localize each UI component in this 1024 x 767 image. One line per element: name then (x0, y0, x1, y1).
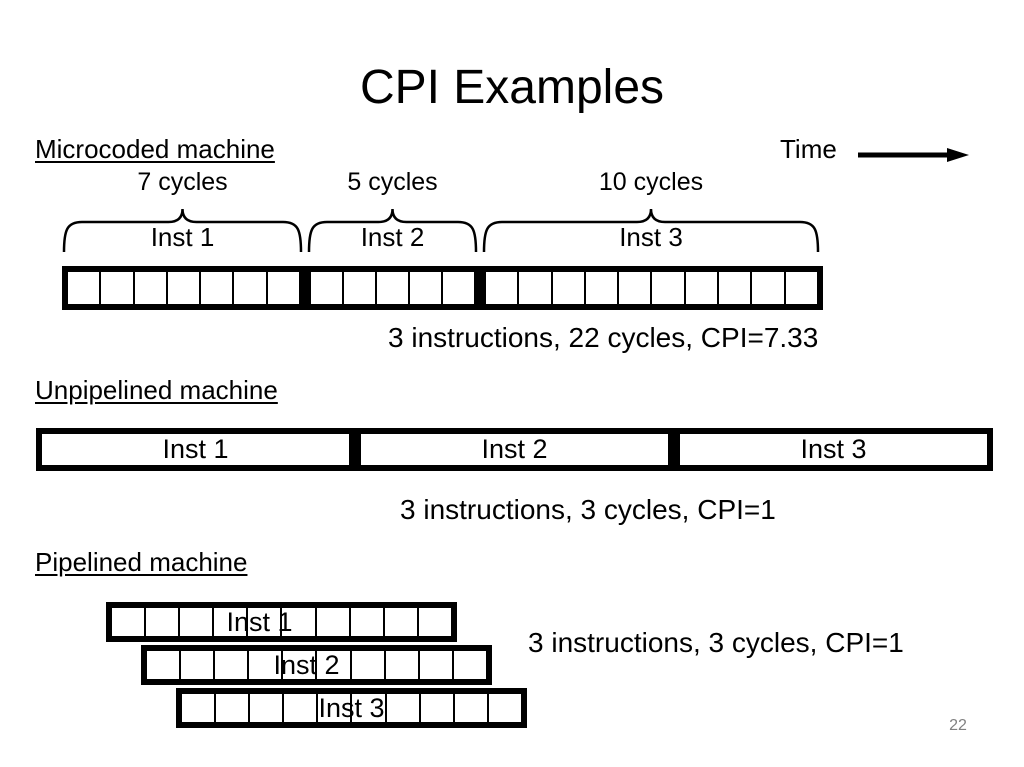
cycle-cell (443, 272, 474, 304)
micro-segment-inst2 (305, 266, 480, 310)
micro-inst-label-1: Inst 1 (150, 222, 215, 252)
cycle-cell (68, 272, 102, 304)
cycle-cell (101, 272, 135, 304)
cycle-cell (267, 272, 299, 304)
cycle-cell (134, 272, 168, 304)
cycle-cell (350, 608, 385, 636)
microcoded-cycle-bar (62, 266, 823, 310)
overbrace-inst2-icon (307, 208, 478, 253)
cycle-cell (316, 608, 351, 636)
cycle-cell (377, 272, 410, 304)
overbrace-inst3-icon (482, 208, 820, 253)
cycle-cell (180, 608, 215, 636)
time-arrow-icon (858, 148, 969, 162)
cycle-cell (344, 272, 377, 304)
pipe-inst-label-2: Inst 2 (273, 650, 340, 680)
cycle-cell (352, 694, 387, 722)
pipe-inst-label-1: Inst 1 (226, 607, 293, 637)
cycle-cell (249, 651, 284, 679)
micro-inst-label-3: Inst 3 (619, 222, 683, 252)
cycle-cell (215, 651, 250, 679)
cycle-cell (317, 651, 352, 679)
cycle-cell (652, 272, 686, 304)
unpipe-segment-inst3: Inst 3 (674, 428, 993, 471)
cycle-cell (552, 272, 586, 304)
cycle-cell (454, 694, 489, 722)
cycle-cell (282, 608, 317, 636)
cycle-cell (385, 651, 420, 679)
unpipe-segment-inst1: Inst 1 (36, 428, 355, 471)
cycle-cell (311, 272, 344, 304)
cycle-cell (419, 651, 454, 679)
cycle-cell (619, 272, 653, 304)
cycle-cell (384, 608, 419, 636)
unpipelined-caption: 3 instructions, 3 cycles, CPI=1 (400, 494, 776, 525)
cycle-cell (486, 272, 520, 304)
cycle-cell (410, 272, 443, 304)
unpipe-segment-inst2: Inst 2 (355, 428, 674, 471)
micro-segment-inst3 (480, 266, 823, 310)
cycle-cell (234, 272, 268, 304)
overbrace-inst1-icon (62, 208, 303, 253)
page-number: 22 (949, 717, 967, 734)
cycle-cell (386, 694, 421, 722)
cycle-cell (112, 608, 147, 636)
pipelined-bar-inst2: Inst 2 (141, 645, 492, 685)
pipelined-bar-inst3: Inst 3 (176, 688, 527, 728)
cycle-cell (685, 272, 720, 304)
unpipelined-heading: Unpipelined machine (35, 375, 278, 405)
cycle-cell (351, 651, 386, 679)
cycle-cell (181, 651, 216, 679)
page-title: CPI Examples (359, 61, 665, 114)
cycle-cell (488, 694, 521, 722)
cycle-cell (147, 651, 182, 679)
cycle-cell (318, 694, 353, 722)
cycle-cell (418, 608, 451, 636)
cycle-cell (785, 272, 817, 304)
cycles-label-2: 5 cycles (347, 168, 438, 196)
cycle-cell (420, 694, 455, 722)
cycle-cell (248, 608, 283, 636)
microcoded-heading: Microcoded machine (35, 134, 275, 164)
pipelined-heading: Pipelined machine (35, 547, 248, 577)
cycle-cell (201, 272, 235, 304)
cycle-cell (719, 272, 753, 304)
cycle-cell (453, 651, 486, 679)
cycles-label-1: 7 cycles (137, 168, 228, 196)
cycles-label-3: 10 cycles (598, 168, 704, 196)
cycle-cell (182, 694, 217, 722)
cycle-cell (167, 272, 202, 304)
cycle-cell (216, 694, 251, 722)
pipelined-bar-inst1: Inst 1 (106, 602, 457, 642)
microcoded-caption: 3 instructions, 22 cycles, CPI=7.33 (388, 322, 819, 353)
time-label: Time (780, 134, 837, 164)
cycle-cell (283, 651, 318, 679)
pipelined-caption: 3 instructions, 3 cycles, CPI=1 (528, 627, 904, 658)
pipe-inst-label-3: Inst 3 (318, 693, 385, 723)
cycle-cell (250, 694, 285, 722)
cycle-cell (585, 272, 620, 304)
cycle-cell (752, 272, 786, 304)
micro-inst-label-2: Inst 2 (360, 222, 425, 252)
cycle-cell (284, 694, 319, 722)
micro-segment-inst1 (62, 266, 305, 310)
cycle-cell (146, 608, 181, 636)
cycle-cell (214, 608, 249, 636)
unpipelined-bar: Inst 1 Inst 2 Inst 3 (36, 428, 993, 471)
cycle-cell (519, 272, 553, 304)
